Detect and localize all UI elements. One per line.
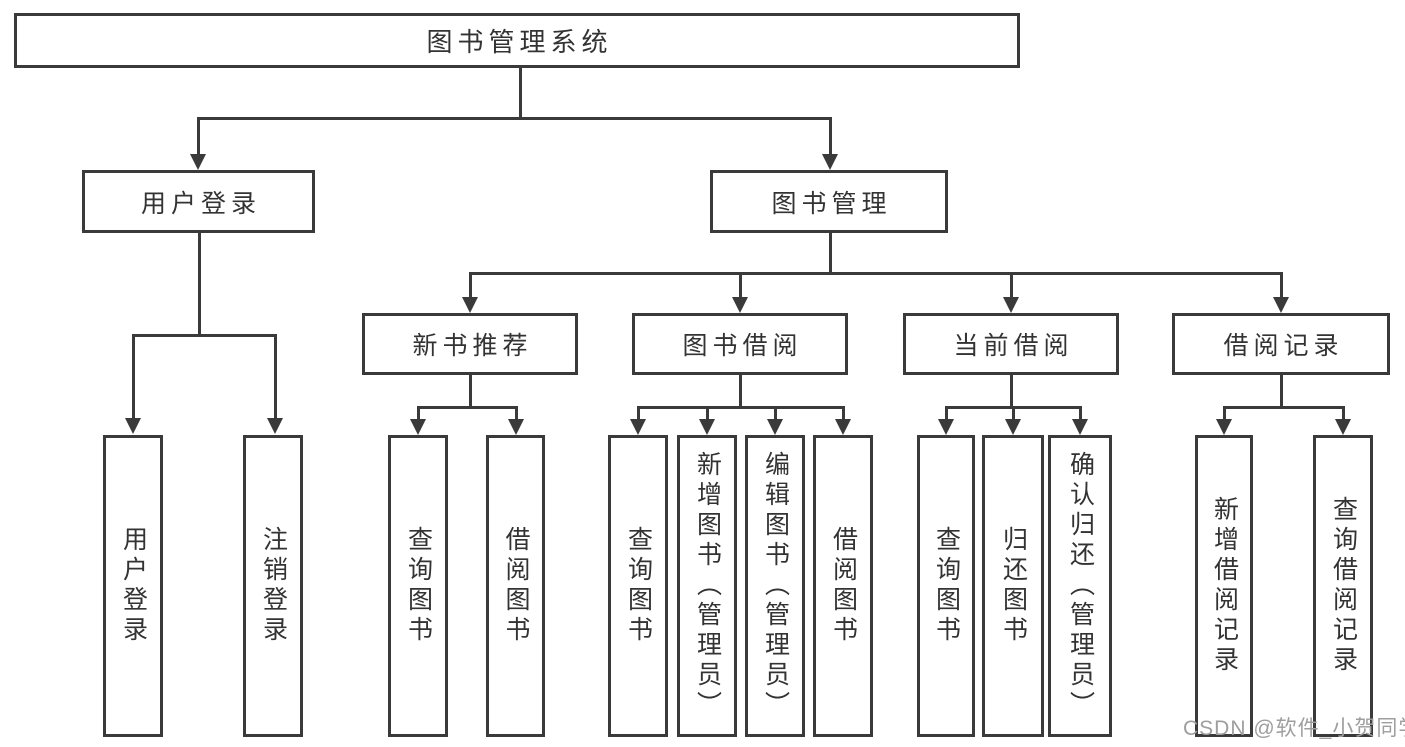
node-book-management-label: 图书管理 (771, 189, 892, 218)
arrowhead-to-current-borrow (1003, 297, 1019, 313)
leaf-add-book-admin-label: 新增图书（管理员） (693, 451, 722, 721)
leaf-query-books-borrow-label: 查询图书 (624, 526, 653, 646)
connector-new-book-recommend-rail (417, 406, 518, 409)
connector-level1-rail (197, 117, 832, 120)
node-borrow-records: 借阅记录 (1172, 313, 1390, 375)
connector-to-user-login (197, 117, 200, 154)
arrowhead-leaf (410, 419, 426, 435)
connector-to-book-management (829, 117, 832, 154)
connector-leaf-stem (417, 406, 420, 420)
arrowhead-leaf (630, 419, 646, 435)
arrowhead-to-user-login (190, 154, 206, 170)
node-user-login-label: 用户登录 (140, 189, 261, 218)
arrowhead-leaf (699, 419, 715, 435)
connector-leaf-stem (1079, 406, 1082, 420)
connector-to-borrow-records (1280, 272, 1283, 297)
leaf-confirm-return-admin-label: 确认归还（管理员） (1066, 451, 1095, 721)
connector-leaf-stem (945, 406, 948, 420)
leaf-edit-book-admin-label: 编辑图书（管理员） (761, 451, 790, 721)
arrowhead-to-new-book-recommend (462, 297, 478, 313)
arrowhead-leaf (1335, 419, 1351, 435)
leaf-borrow-books-recommend: 借阅图书 (486, 435, 545, 737)
node-book-borrow: 图书借阅 (632, 313, 848, 375)
arrowhead-leaf (835, 419, 851, 435)
connector-root-stem (519, 68, 522, 118)
leaf-query-borrow-record: 查询借阅记录 (1313, 435, 1373, 737)
connector-to-leaf-logout (274, 334, 277, 418)
connector-to-new-book-recommend (469, 272, 472, 297)
leaf-edit-book-admin: 编辑图书（管理员） (745, 435, 805, 737)
connector-leaf-stem (706, 406, 709, 420)
connector-to-leaf-user-login (132, 334, 135, 418)
leaf-borrow-books-label: 借阅图书 (829, 526, 858, 646)
node-current-borrow-label: 当前借阅 (953, 332, 1074, 360)
connector-user-login-rail (132, 334, 277, 337)
connector-book-borrow-stem (739, 375, 742, 408)
leaf-logout-label: 注销登录 (259, 526, 288, 646)
node-new-book-recommend: 新书推荐 (362, 313, 578, 375)
leaf-return-books-label: 归还图书 (999, 526, 1028, 646)
connector-leaf-stem (1342, 406, 1345, 420)
leaf-borrow-books: 借阅图书 (813, 435, 873, 737)
leaf-borrow-books-recommend-label: 借阅图书 (502, 526, 530, 646)
leaf-add-borrow-record-label: 新增借阅记录 (1210, 496, 1239, 676)
connector-to-current-borrow (1010, 272, 1013, 297)
csdn-watermark: CSDN @软件_小贺同学 (1183, 717, 1405, 740)
connector-new-book-recommend-stem (469, 375, 472, 408)
connector-current-borrow-stem (1010, 375, 1013, 408)
arrowhead-to-book-management (822, 154, 838, 170)
leaf-return-books: 归还图书 (982, 435, 1044, 737)
connector-book-borrow-rail (637, 406, 845, 409)
arrowhead-to-leaf-user-login (125, 418, 141, 434)
arrowhead-leaf (508, 419, 524, 435)
leaf-user-login-label: 用户登录 (119, 526, 148, 646)
leaf-query-books-recommend-label: 查询图书 (404, 526, 433, 646)
leaf-query-borrow-record-label: 查询借阅记录 (1329, 496, 1358, 676)
arrowhead-leaf (938, 419, 954, 435)
leaf-query-books-current: 查询图书 (917, 435, 975, 737)
arrowhead-to-leaf-logout (267, 418, 283, 434)
connector-level2-rail (469, 272, 1283, 275)
connector-leaf-stem (515, 406, 518, 420)
arrowhead-to-book-borrow (732, 297, 748, 313)
leaf-query-books-borrow: 查询图书 (608, 435, 668, 737)
arrowhead-to-borrow-records (1273, 297, 1289, 313)
connector-leaf-stem (637, 406, 640, 420)
node-root-label: 图书管理系统 (426, 27, 613, 57)
node-new-book-recommend-label: 新书推荐 (412, 332, 533, 360)
node-borrow-records-label: 借阅记录 (1223, 332, 1344, 360)
leaf-add-book-admin: 新增图书（管理员） (677, 435, 737, 737)
connector-to-book-borrow (739, 272, 742, 297)
connector-book-management-stem (829, 233, 832, 274)
arrowhead-leaf (1216, 419, 1232, 435)
leaf-logout: 注销登录 (243, 435, 303, 737)
leaf-query-books-current-label: 查询图书 (932, 526, 961, 646)
leaf-confirm-return-admin: 确认归还（管理员） (1048, 435, 1112, 737)
connector-borrow-records-rail (1223, 406, 1344, 409)
node-root: 图书管理系统 (14, 13, 1020, 68)
leaf-add-borrow-record: 新增借阅记录 (1195, 435, 1253, 737)
leaf-user-login: 用户登录 (103, 435, 163, 737)
node-book-borrow-label: 图书借阅 (682, 332, 803, 360)
node-book-management: 图书管理 (710, 170, 948, 233)
node-user-login: 用户登录 (82, 170, 315, 233)
connector-borrow-records-stem (1280, 375, 1283, 408)
arrowhead-leaf (1005, 419, 1021, 435)
connector-leaf-stem (842, 406, 845, 420)
leaf-query-books-recommend: 查询图书 (388, 435, 448, 737)
connector-user-login-stem (198, 233, 201, 336)
arrowhead-leaf (1072, 419, 1088, 435)
connector-leaf-stem (1223, 406, 1226, 420)
node-current-borrow: 当前借阅 (903, 313, 1119, 375)
connector-leaf-stem (1012, 406, 1015, 420)
connector-leaf-stem (774, 406, 777, 420)
arrowhead-leaf (767, 419, 783, 435)
